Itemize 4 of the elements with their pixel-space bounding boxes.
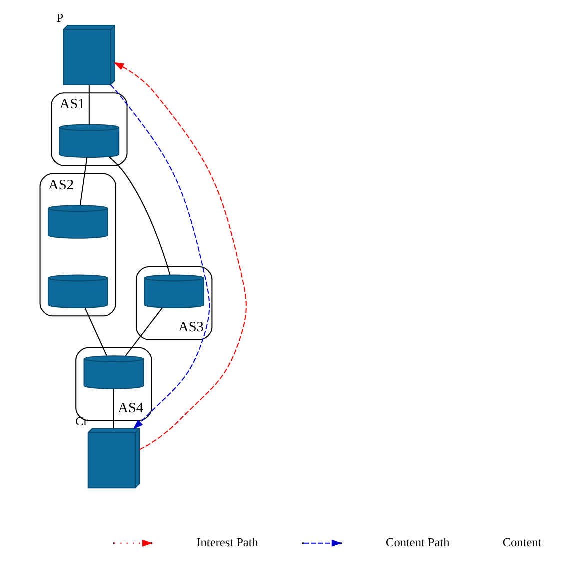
legend-label: Interest Path [196,536,258,550]
legend-label: Content Path [386,536,450,550]
legend-label: Content [502,536,542,550]
node-label: P [56,11,64,26]
